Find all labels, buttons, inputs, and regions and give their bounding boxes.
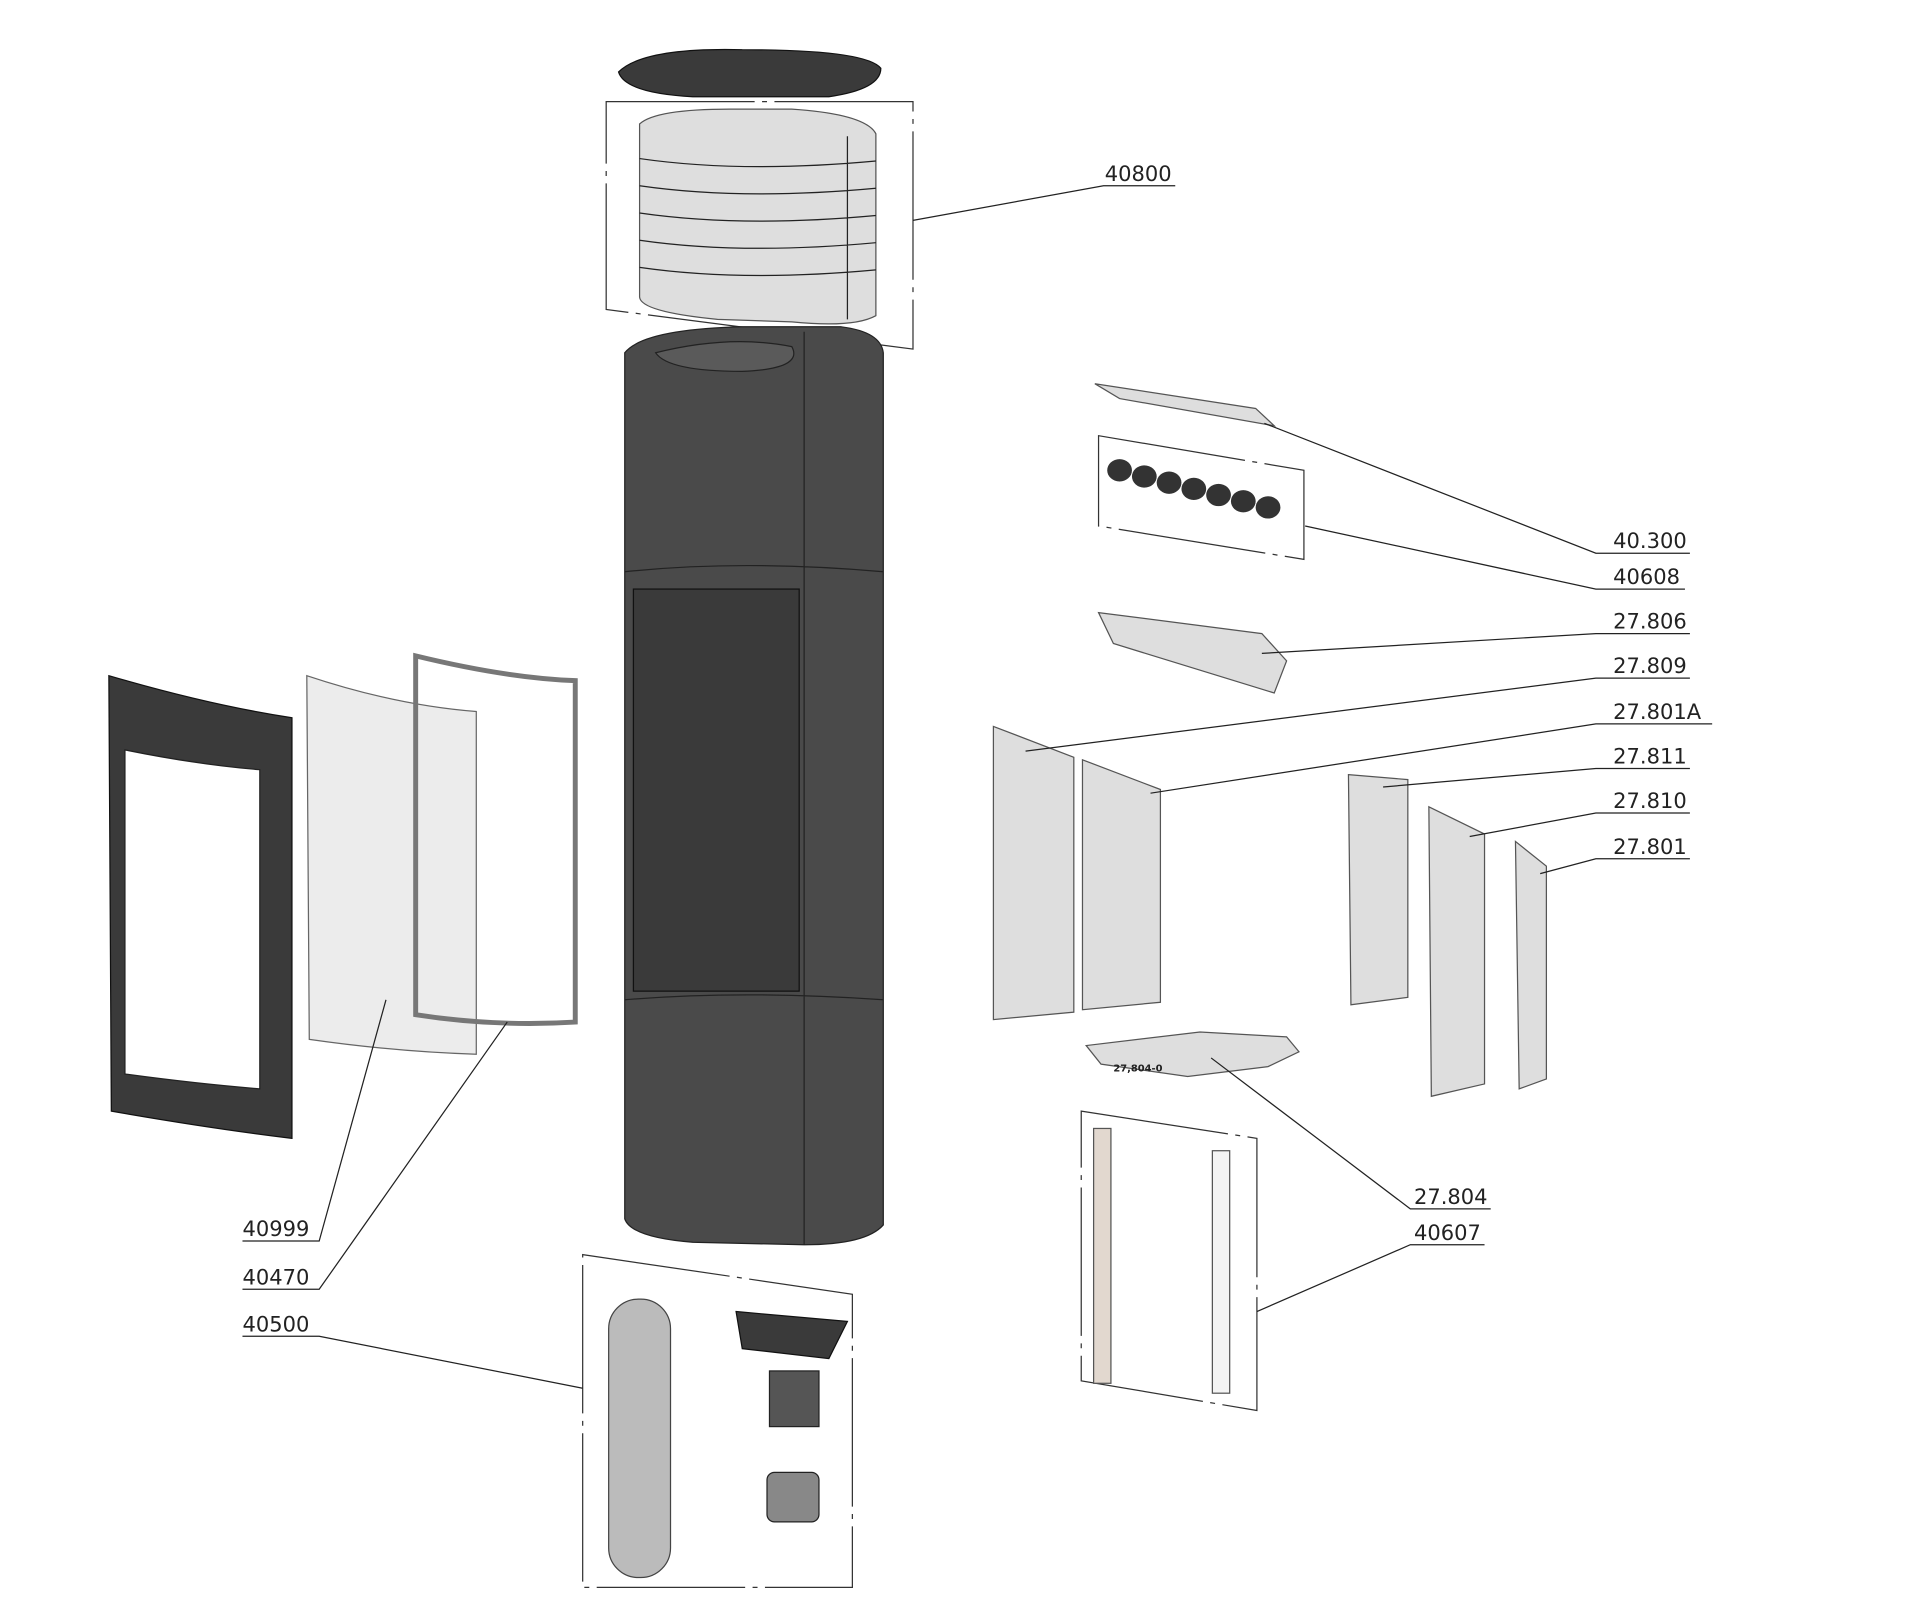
label-27806: 27.806 bbox=[1613, 609, 1687, 634]
back-brick-part bbox=[1347, 773, 1409, 1006]
door-seal bbox=[413, 652, 578, 1026]
glass-panel bbox=[306, 674, 477, 1055]
narrow-brick-part bbox=[1514, 840, 1548, 1090]
rails-box bbox=[1080, 1110, 1258, 1412]
label-40300: 40.300 bbox=[1613, 528, 1687, 553]
burner-tubes bbox=[1107, 459, 1281, 519]
top-cap bbox=[617, 48, 882, 98]
flue-adapter bbox=[735, 1310, 849, 1360]
rail-left bbox=[1092, 1127, 1112, 1384]
label-40470: 40470 bbox=[242, 1264, 309, 1289]
stone-stack bbox=[638, 108, 877, 325]
flue-ring bbox=[766, 1471, 820, 1523]
stove-body bbox=[624, 326, 884, 1246]
side-brick-right-part bbox=[1081, 758, 1162, 1011]
label-27801a: 27.801A bbox=[1613, 699, 1702, 724]
leader-lines bbox=[242, 185, 1713, 1389]
side-brick-left-part bbox=[992, 725, 1075, 1021]
burner-box bbox=[1097, 434, 1305, 561]
flue-kit-box bbox=[582, 1253, 853, 1589]
flue-collar bbox=[768, 1370, 820, 1428]
rear-brick-part bbox=[1428, 805, 1486, 1098]
base-brick-part bbox=[1085, 1031, 1300, 1078]
label-27801: 27.801 bbox=[1613, 834, 1687, 859]
label-27804: 27.804 bbox=[1414, 1184, 1488, 1209]
label-40500: 40500 bbox=[242, 1311, 309, 1336]
base-brick-stamp: 27,804-0 bbox=[1113, 1064, 1162, 1075]
label-40999: 40999 bbox=[242, 1216, 309, 1241]
label-40800: 40800 bbox=[1105, 161, 1172, 186]
flue-pipe bbox=[608, 1298, 672, 1579]
baffle-top-part bbox=[1094, 383, 1277, 427]
label-40608: 40608 bbox=[1613, 564, 1680, 589]
label-27809: 27.809 bbox=[1613, 653, 1687, 678]
top-panel-box bbox=[605, 101, 914, 350]
baffle-grid-part bbox=[1097, 611, 1288, 694]
label-27811: 27.811 bbox=[1613, 744, 1687, 769]
label-40607: 40607 bbox=[1414, 1220, 1481, 1245]
rail-right bbox=[1211, 1150, 1231, 1394]
label-27810: 27.810 bbox=[1613, 788, 1687, 813]
